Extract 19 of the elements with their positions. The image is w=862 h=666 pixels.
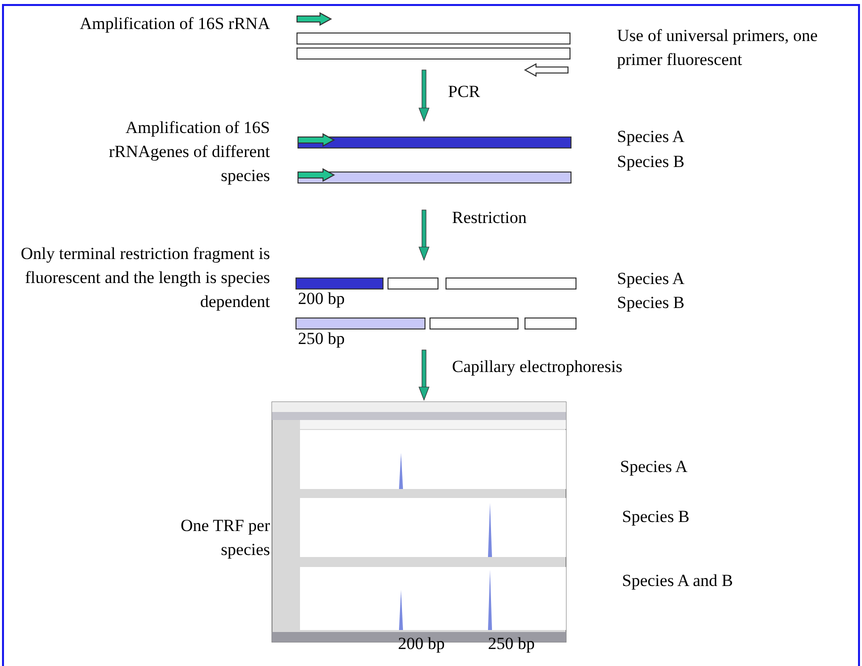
step-label: Capillary electrophoresis — [452, 356, 622, 378]
species-label: Species A — [620, 456, 688, 478]
species-label: Species A — [617, 268, 685, 290]
step-caption: Amplification of 16S rRNA — [78, 13, 270, 35]
species-label: Species B — [617, 292, 685, 314]
size-label: 200 bp — [298, 288, 345, 310]
step-caption: Only terminal restriction fragment is fluorescent and the length is species dependent — [20, 243, 270, 313]
species-label: Species B — [622, 506, 690, 528]
species-label: Species A and B — [622, 570, 733, 592]
step-label: PCR — [448, 81, 480, 103]
step-caption: One TRF per species — [180, 515, 270, 561]
size-label: 250 bp — [488, 633, 535, 655]
size-label: 250 bp — [298, 328, 345, 350]
step-caption: Amplification of 16S rRNAgenes of different species — [108, 117, 270, 187]
step-label: Restriction — [452, 207, 527, 229]
size-label: 200 bp — [398, 633, 445, 655]
species-label: Species B — [617, 151, 685, 173]
note: Use of universal primers, one primer fluorescent — [617, 25, 819, 71]
species-label: Species A — [617, 126, 685, 148]
